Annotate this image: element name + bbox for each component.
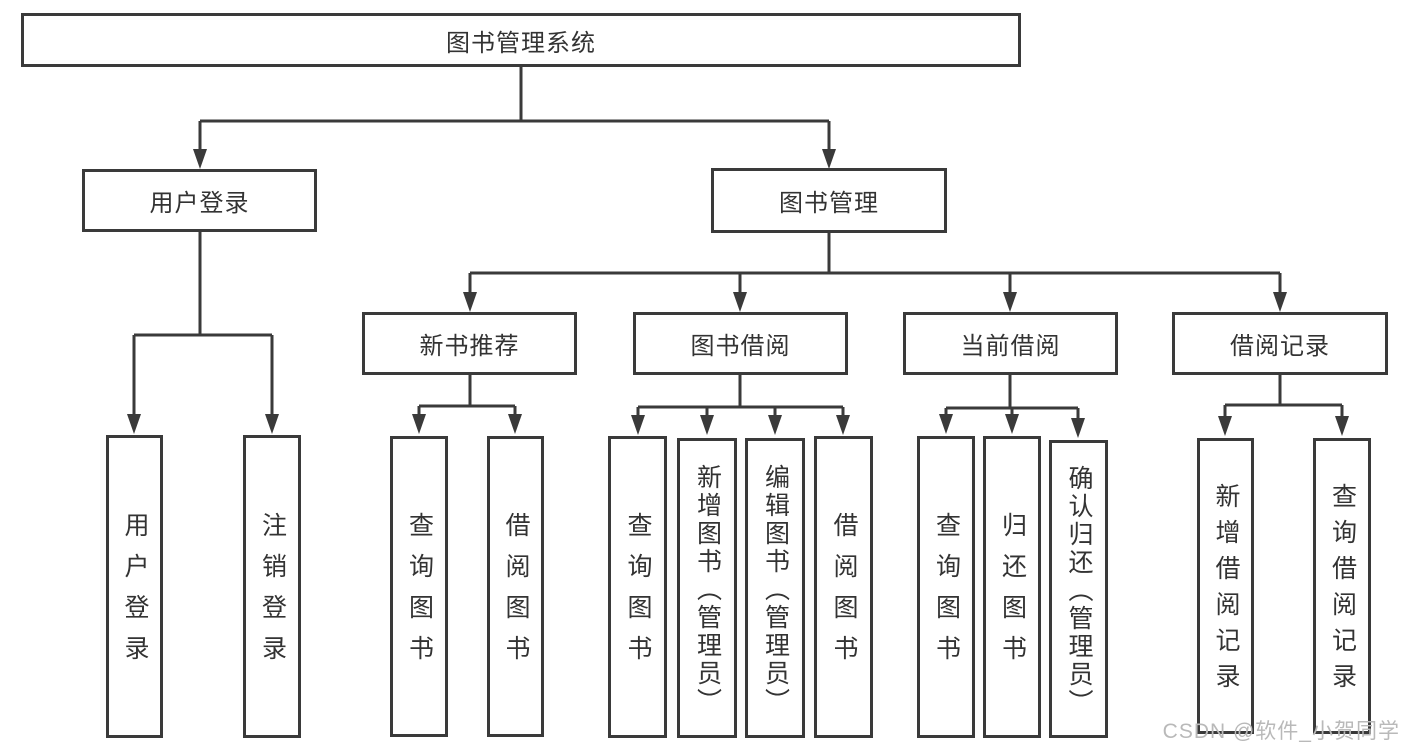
- connector-borrow-records-children: [1218, 375, 1349, 436]
- node-leaf-edit-books-admin: 编辑图书（管理员）: [745, 438, 805, 738]
- node-label: 图书管理: [779, 190, 879, 217]
- connector-book-borrow-children: [631, 375, 850, 435]
- node-label: 查询图书: [405, 511, 434, 676]
- node-new-book-recommend: 新书推荐: [362, 312, 577, 375]
- node-label: 查询借阅记录: [1328, 483, 1357, 699]
- node-label: 用户登录: [149, 190, 250, 217]
- node-label: 借阅图书: [502, 511, 530, 676]
- node-label: 编辑图书（管理员）: [761, 463, 790, 716]
- node-leaf-user-login: 用户登录: [106, 435, 163, 738]
- node-label: 当前借阅: [960, 333, 1061, 360]
- node-leaf-query-books-current: 查询图书: [917, 436, 975, 738]
- node-label: 图书管理系统: [446, 29, 596, 57]
- node-user-login: 用户登录: [82, 169, 317, 232]
- node-leaf-query-borrow-record: 查询借阅记录: [1313, 438, 1371, 734]
- node-book-management: 图书管理: [711, 168, 947, 233]
- connector-book-mgmt-to-level3: [463, 232, 1287, 312]
- node-leaf-logout: 注销登录: [243, 435, 301, 738]
- node-leaf-borrow-books: 借阅图书: [814, 436, 873, 738]
- node-label: 图书借阅: [690, 333, 791, 360]
- connector-user-login-children: [127, 232, 279, 434]
- node-label: 借阅图书: [830, 512, 858, 676]
- node-label: 新增图书（管理员）: [693, 463, 722, 716]
- connector-root-to-level2: [193, 67, 836, 169]
- node-leaf-query-books-borrow: 查询图书: [608, 436, 667, 738]
- node-label: 借阅记录: [1230, 333, 1330, 360]
- node-current-borrow: 当前借阅: [903, 312, 1118, 375]
- node-label: 新书推荐: [419, 333, 520, 360]
- csdn-watermark: CSDN @软件_小贺同学: [1162, 720, 1400, 743]
- node-borrow-records: 借阅记录: [1172, 312, 1388, 375]
- node-leaf-borrow-books-recommend: 借阅图书: [487, 436, 544, 737]
- node-label: 归还图书: [998, 512, 1027, 676]
- connector-current-borrow-children: [939, 375, 1085, 438]
- node-label: 新增借阅记录: [1212, 483, 1240, 699]
- node-label: 注销登录: [258, 511, 287, 676]
- node-book-borrow: 图书借阅: [633, 312, 848, 375]
- node-label: 查询图书: [624, 512, 652, 676]
- node-leaf-return-books: 归还图书: [983, 436, 1041, 738]
- node-root-library-system: 图书管理系统: [21, 13, 1021, 67]
- node-label: 确认归还（管理员）: [1065, 464, 1093, 717]
- node-leaf-add-borrow-record: 新增借阅记录: [1197, 438, 1254, 734]
- node-leaf-query-books-recommend: 查询图书: [390, 436, 448, 737]
- node-leaf-add-books-admin: 新增图书（管理员）: [677, 438, 737, 738]
- node-label: 查询图书: [932, 512, 961, 676]
- connector-new-book-children: [412, 375, 522, 434]
- node-label: 用户登录: [121, 511, 149, 676]
- node-leaf-confirm-return-admin: 确认归还（管理员）: [1049, 440, 1108, 738]
